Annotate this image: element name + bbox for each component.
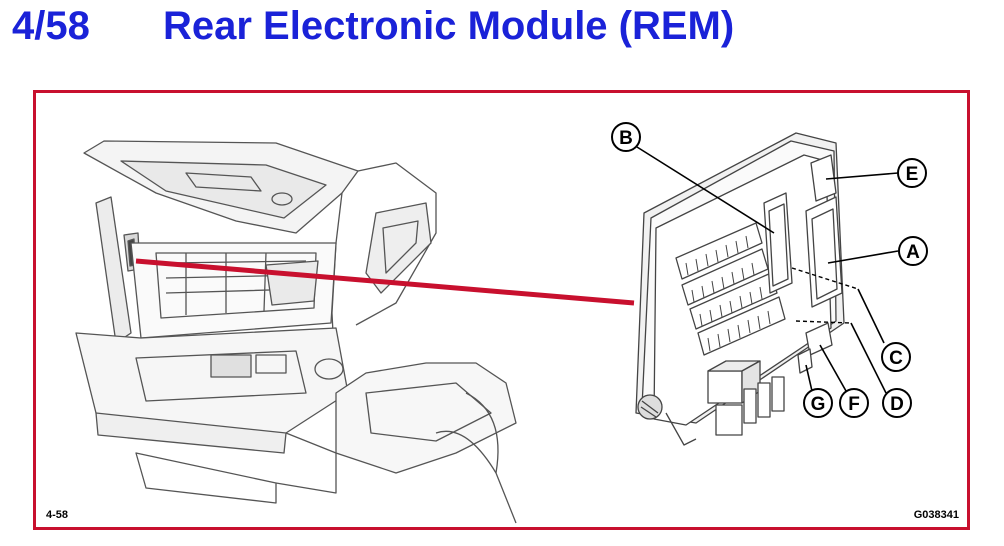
svg-text:A: A: [906, 242, 920, 263]
figure-ref-left: 4-58: [46, 509, 69, 521]
callout-D: D: [882, 388, 912, 418]
callout-dash-lines: [791, 267, 859, 324]
pointer-line: [135, 258, 635, 306]
svg-text:E: E: [906, 164, 919, 185]
page-title: Rear Electronic Module (REM): [163, 4, 735, 48]
callout-B: B: [611, 122, 641, 152]
callout-F: F: [839, 388, 869, 418]
callout-G: G: [803, 388, 833, 418]
car-rear-illustration: [75, 140, 517, 524]
rem-location-diagram: B E A C D F G: [75, 122, 928, 524]
rem-module-illustration: [635, 132, 845, 446]
svg-text:G: G: [811, 394, 826, 415]
callout-C: C: [881, 342, 911, 372]
figure-frame: B E A C D F G 4-58 G038341: [33, 90, 970, 530]
callout-leaders: [636, 146, 899, 394]
svg-text:F: F: [848, 394, 860, 415]
callout-A: A: [898, 236, 928, 266]
callout-E: E: [897, 158, 927, 188]
svg-text:B: B: [619, 128, 633, 149]
svg-text:C: C: [889, 348, 903, 369]
svg-text:D: D: [890, 394, 904, 415]
page-number: 4/58: [12, 4, 90, 48]
figure-ref-right: G038341: [913, 509, 959, 521]
